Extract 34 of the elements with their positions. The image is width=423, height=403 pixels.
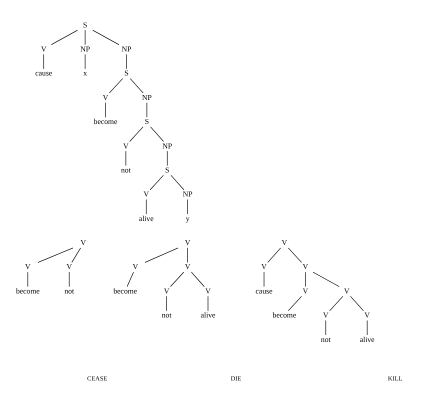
connector (126, 271, 134, 286)
connector (146, 102, 148, 118)
connector (305, 271, 306, 286)
connector (105, 102, 106, 118)
connector (325, 320, 326, 335)
connector (288, 247, 302, 262)
connector (350, 295, 364, 311)
connector (71, 247, 81, 262)
connector (130, 78, 144, 93)
connector (166, 295, 167, 311)
connector (170, 271, 184, 286)
connector (43, 54, 44, 69)
connector (38, 247, 74, 262)
connector (84, 54, 86, 69)
connector (144, 247, 178, 262)
connector (312, 271, 340, 286)
connector (150, 126, 164, 142)
connector (288, 295, 302, 311)
connector (187, 247, 188, 262)
connector (166, 150, 168, 166)
connector (170, 174, 184, 190)
connector (150, 174, 164, 190)
connector (129, 126, 144, 142)
connector (146, 198, 147, 214)
connector (191, 271, 205, 286)
connector (329, 295, 344, 311)
connector (68, 271, 70, 286)
connector (267, 247, 281, 262)
connector (92, 29, 120, 45)
connector (84, 29, 86, 45)
connector (187, 198, 188, 214)
connector (109, 78, 123, 93)
connector (366, 320, 368, 335)
connector (50, 29, 78, 45)
